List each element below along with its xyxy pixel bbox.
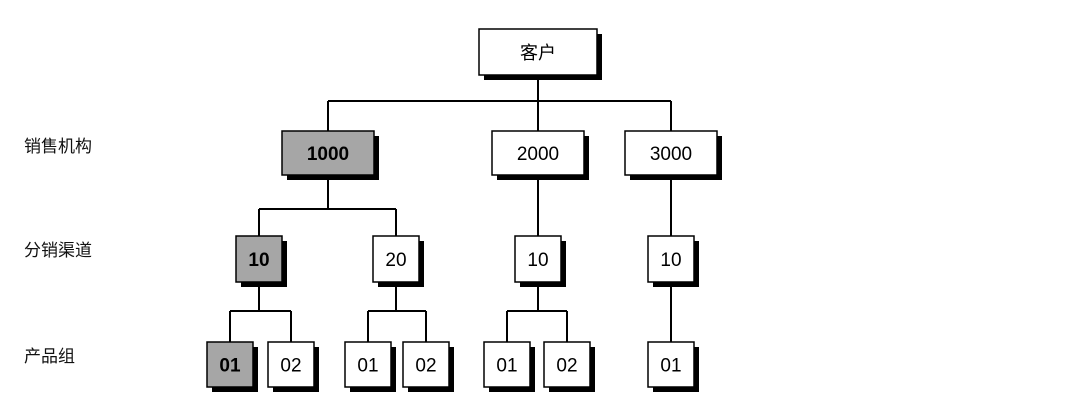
node-box (372, 235, 420, 283)
node-label: 02 (556, 356, 577, 377)
sales-org-node: 1000 (281, 130, 379, 180)
division-node: 01 (647, 341, 699, 392)
node-label: 01 (660, 356, 681, 377)
node-label: 3000 (650, 144, 692, 165)
node-box (281, 130, 375, 176)
row-label-distribution-channel: 分销渠道 (24, 241, 92, 261)
node-label: 10 (248, 250, 269, 271)
division-node: 01 (483, 341, 535, 392)
node-label: 01 (496, 356, 517, 377)
node-box (344, 341, 392, 388)
sales-org-node: 2000 (491, 130, 589, 180)
node-label: 01 (357, 356, 378, 377)
node-box (491, 130, 585, 176)
node-label: 10 (660, 250, 681, 271)
row-label-sales-org: 销售机构 (24, 137, 92, 157)
node-box (647, 341, 695, 388)
node-label: 1000 (307, 144, 349, 165)
node-box (624, 130, 718, 176)
node-label: 02 (280, 356, 301, 377)
node-label: 客户 (520, 43, 556, 64)
node-box (543, 341, 591, 388)
node-box (478, 28, 598, 76)
node-label: 01 (219, 356, 241, 377)
node-label: 10 (527, 250, 548, 271)
distribution-channel-node: 10 (514, 235, 566, 287)
node-box (514, 235, 562, 283)
node-box (402, 341, 450, 388)
sales-org-node: 3000 (624, 130, 722, 180)
connector-lines (229, 75, 672, 342)
division-node: 01 (344, 341, 396, 392)
division-node: 02 (543, 341, 595, 392)
node-box (267, 341, 315, 388)
root-node-customer: 客户 (478, 28, 602, 80)
node-label: 20 (385, 250, 406, 271)
row-label-division: 产品组 (24, 347, 75, 367)
division-node: 01 (206, 341, 258, 392)
distribution-channel-node: 10 (647, 235, 699, 287)
distribution-channel-node: 10 (235, 235, 287, 287)
node-box (206, 341, 254, 388)
node-label: 2000 (517, 144, 559, 165)
division-node: 02 (402, 341, 454, 392)
distribution-channel-node: 20 (372, 235, 424, 287)
division-node: 02 (267, 341, 319, 392)
node-box (483, 341, 531, 388)
node-box (647, 235, 695, 283)
node-label: 02 (415, 356, 436, 377)
node-box (235, 235, 283, 283)
